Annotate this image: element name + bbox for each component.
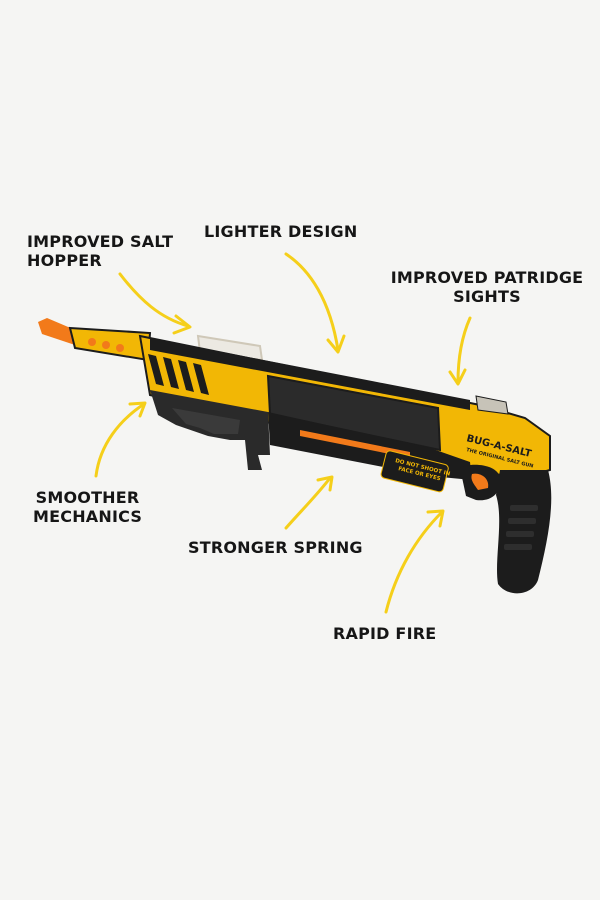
vent-slots [148,354,209,395]
callout-smoother-mechanics-line-2: MECHANICS [33,507,143,526]
callout-patridge-sights: IMPROVED PATRIDGE SIGHTS [377,268,597,306]
arrow-smoother-mechanics [94,401,147,478]
arrow-patridge-sights [448,316,472,386]
spring-slot [300,430,410,458]
callout-stronger-spring: STRONGER SPRING [188,538,363,557]
callout-rapid-fire: RAPID FIRE [333,624,436,643]
salt-gun: BUG-A-SALT THE ORIGINAL SALT GUN DO NOT … [38,318,552,594]
callout-patridge-sights-line-2: SIGHTS [453,287,521,306]
rear-sight [475,395,509,415]
callout-smoother-mechanics: SMOOTHER MECHANICS [33,488,142,526]
grip-texture [504,505,538,550]
barrel-port [116,344,124,352]
barrel [68,326,152,362]
callout-arrows [94,252,472,614]
arrow-stronger-spring [284,475,334,530]
callout-rapid-fire-text: RAPID FIRE [333,624,437,643]
callout-lighter-design: LIGHTER DESIGN [204,222,357,241]
pump-handle-grip [172,408,240,434]
callout-salt-hopper-line-2: HOPPER [27,251,102,270]
callout-stronger-spring-text: STRONGER SPRING [188,538,363,557]
arrow-salt-hopper [118,272,192,335]
warning-label: DO NOT SHOOT IN FACE OR EYES [380,450,451,493]
callout-smoother-mechanics-line-1: SMOOTHER [35,488,140,507]
callout-lighter-design-text: LIGHTER DESIGN [204,222,358,241]
callout-salt-hopper-line-1: IMPROVED SALT [27,232,174,251]
arrow-rapid-fire [384,509,445,614]
arrow-lighter-design [284,252,346,354]
trigger [471,473,489,490]
barrel-port [102,341,110,349]
top-rail [150,338,470,410]
textured-panel [266,374,442,452]
callout-patridge-sights-line-1: IMPROVED PATRIDGE [390,268,584,287]
barrel-port [88,338,96,346]
callout-salt-hopper: IMPROVED SALT HOPPER [27,232,173,270]
muzzle-tip [38,318,80,345]
